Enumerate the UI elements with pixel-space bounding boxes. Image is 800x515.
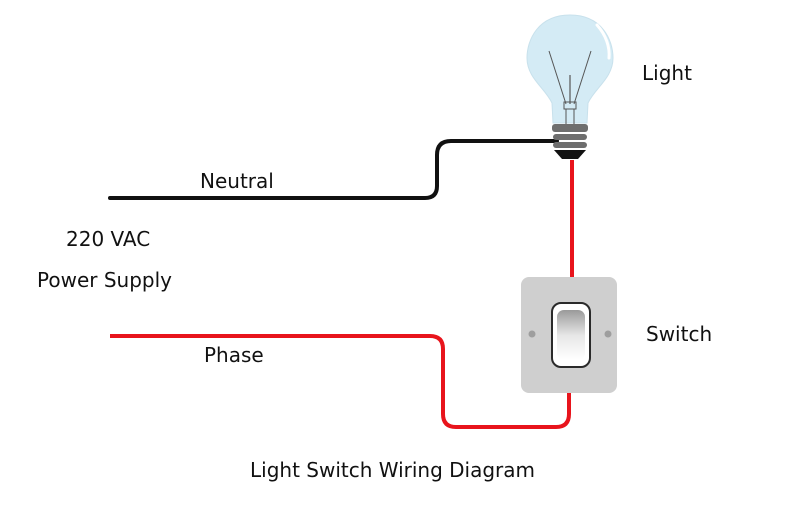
power-supply-label: Power Supply (37, 268, 172, 292)
phase-label: Phase (204, 343, 264, 367)
neutral-label: Neutral (200, 169, 274, 193)
light-label: Light (642, 61, 692, 85)
phase-wire-supply (110, 334, 571, 429)
light-bulb-icon (526, 14, 614, 159)
wall-switch-icon[interactable] (521, 277, 617, 393)
neutral-wire (108, 139, 559, 200)
supply-voltage-label: 220 VAC (66, 227, 151, 251)
diagram-title: Light Switch Wiring Diagram (250, 458, 536, 482)
switch-label: Switch (646, 322, 713, 346)
